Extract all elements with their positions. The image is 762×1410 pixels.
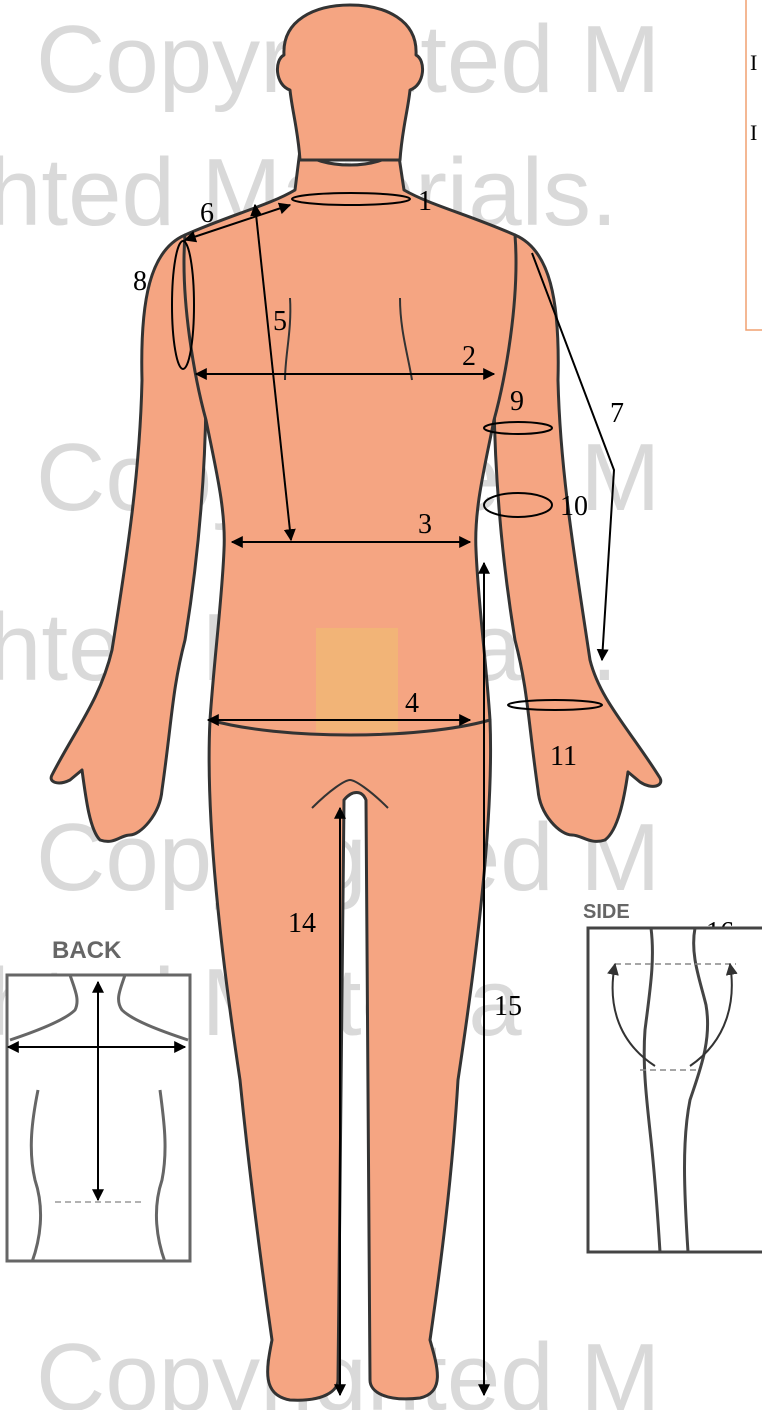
- note-box: I I: [746, 0, 762, 330]
- label-8: 8: [133, 266, 147, 297]
- label-2: 2: [462, 341, 476, 372]
- label-14: 14: [288, 908, 316, 939]
- label-6: 6: [200, 198, 214, 229]
- label-7: 7: [610, 398, 624, 429]
- watermark-text: Copyrighted M: [36, 1324, 660, 1410]
- label-1: 1: [418, 186, 432, 217]
- label-5: 5: [273, 306, 287, 337]
- side-inset-title: SIDE: [583, 901, 630, 923]
- note-line-1: I: [750, 50, 757, 75]
- note-line-2: I: [750, 120, 757, 145]
- label-3: 3: [418, 509, 432, 540]
- back-inset-title: BACK: [52, 937, 122, 964]
- label-10: 10: [560, 491, 588, 522]
- label-11: 11: [550, 741, 577, 772]
- lower-back-patch: [316, 628, 398, 732]
- label-15: 15: [494, 991, 522, 1022]
- label-4: 4: [405, 688, 419, 719]
- back-inset: BACK: [7, 937, 190, 1262]
- side-inset: SIDE: [583, 901, 762, 1252]
- label-9: 9: [510, 386, 524, 417]
